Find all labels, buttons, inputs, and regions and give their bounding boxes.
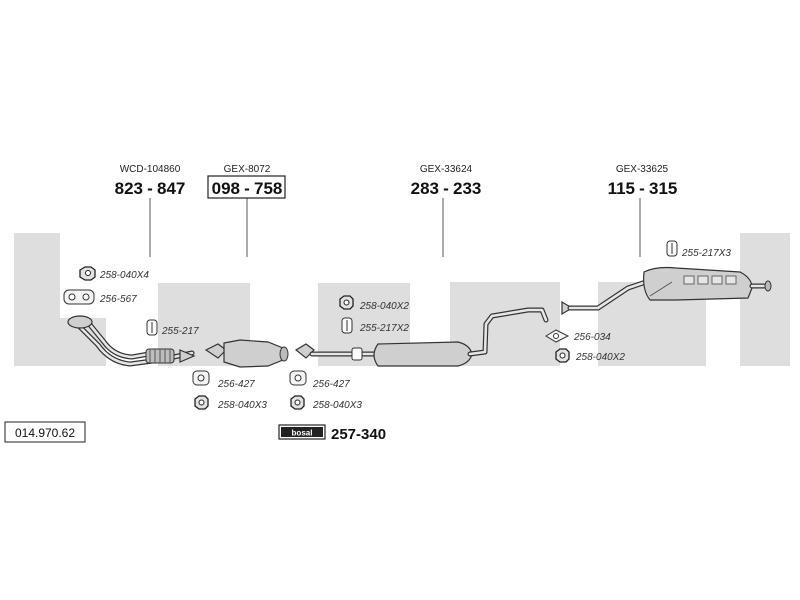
accessory-rear-clamp: 255-217X3 [666, 240, 731, 259]
accessory-cat-in-gasket: 256-427 [192, 370, 255, 390]
front-pipe-part [67, 315, 196, 367]
part-code: 256-034 [573, 332, 611, 343]
assembly-number-right: 233 [453, 179, 481, 198]
assembly-rear-silencer: GEX-33625 115 - 315 [608, 164, 678, 198]
assembly-number-right: 315 [649, 179, 677, 198]
assembly-number-left: 115 [608, 179, 635, 198]
assembly-code: WCD-104860 [120, 164, 181, 175]
accessory-rear-gasket: 256-034 [545, 329, 611, 343]
mounting-kit-number: 257-340 [331, 426, 386, 443]
part-code: 256-427 [217, 379, 255, 390]
assembly-number-right: 847 [157, 179, 185, 198]
part-code: 258-040X2 [575, 352, 625, 363]
part-code: 256-567 [99, 294, 137, 305]
rear-silencer-part [561, 266, 772, 316]
assembly-front-pipe: WCD-104860 823 - 847 [115, 164, 186, 198]
assembly-number-right: 758 [254, 179, 282, 198]
accessory-cat-out-gasket: 256-427 [289, 370, 350, 390]
middle-silencer-part [294, 307, 549, 367]
assembly-number-dash: - [244, 179, 250, 198]
part-code: 258-040X4 [99, 270, 149, 281]
accessory-front-gasket: 256-567 [63, 289, 137, 305]
diagram-reference: 014.970.62 [4, 421, 86, 443]
assembly-number-left: 098 [212, 179, 240, 198]
part-code: 258-040X3 [312, 400, 362, 411]
front-pipe-outlet-flange [179, 349, 196, 363]
accessory-cat-in-nut: 258-040X3 [194, 395, 267, 411]
part-code: 255-217X2 [359, 323, 409, 334]
bosal-logo-text: bosal [292, 429, 313, 438]
assembly-code: GEX-8072 [224, 164, 271, 175]
part-code: 256-427 [312, 379, 350, 390]
accessory-front-nut: 258-040X4 [79, 266, 149, 281]
catalytic-converter-part [204, 339, 289, 368]
accessory-mid-nut: 258-040X2 [339, 295, 409, 312]
assembly-number-dash: - [147, 179, 153, 198]
gasket-icon [63, 289, 95, 305]
assembly-number-dash: - [639, 179, 645, 198]
part-code: 258-040X2 [359, 301, 409, 312]
assembly-code: GEX-33624 [420, 164, 473, 175]
part-code: 258-040X3 [217, 400, 267, 411]
accessory-cat-out-nut: 258-040X3 [290, 395, 362, 411]
part-code: 255-217 [161, 326, 199, 337]
boxed-number-frame [207, 175, 286, 199]
mounting-kit: bosal 257-340 [278, 424, 386, 443]
accessory-rear-nut: 258-040X2 [555, 348, 625, 363]
accessory-mid-clamp: 255-217X2 [341, 317, 409, 334]
assembly-middle-silencer: GEX-33624 283 - 233 [411, 164, 482, 198]
assembly-catalytic-converter: GEX-8072 098 - 758 [207, 164, 286, 199]
assembly-code: GEX-33625 [616, 164, 669, 175]
leader-lines [149, 198, 641, 257]
assembly-number-dash: - [443, 179, 449, 198]
assembly-number-left: 823 [115, 179, 143, 198]
front-pipe-flange [67, 315, 93, 329]
assembly-number-left: 283 [411, 179, 439, 198]
accessory-front-clamp: 255-217 [146, 319, 199, 337]
diagram-ref-number: 014.970.62 [15, 426, 75, 440]
part-code: 255-217X3 [681, 248, 731, 259]
